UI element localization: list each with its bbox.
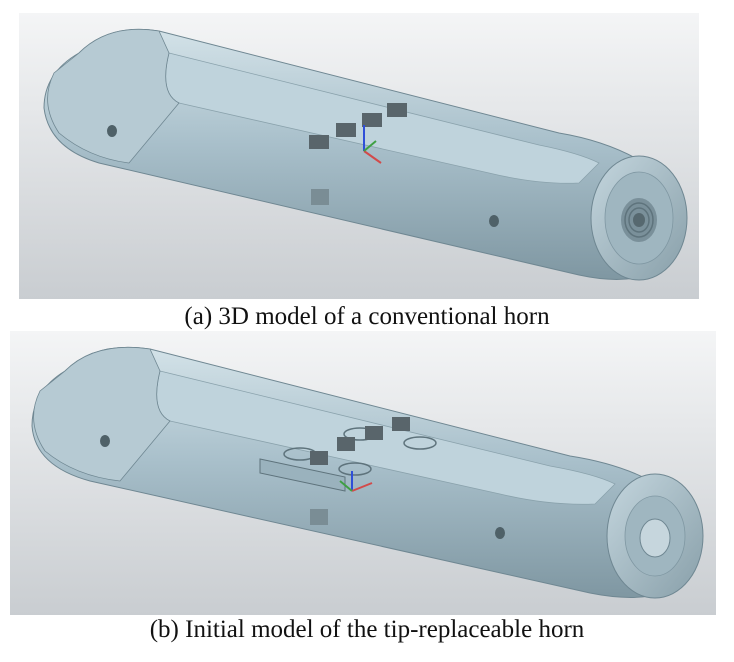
side-hole-right [489,215,499,227]
caption-panel-a: (a) 3D model of a conventional horn [184,303,550,330]
side-hole-left [107,125,117,137]
end-face-boss [639,518,671,558]
left-end-block [33,346,171,482]
replaceable-tip-bar [259,458,346,492]
coordinate-triad-icon [339,471,373,492]
side-hole-right [495,527,505,539]
bottom-pin [310,509,328,525]
left-end-block [47,28,180,164]
caption-panel-b: (b) Initial model of the tip-replaceable… [149,616,585,643]
sensor-block-icon [309,103,407,149]
panel-b-tip-replaceable-horn [10,331,716,615]
bottom-pin [311,189,329,205]
panel-a-conventional-horn [19,13,699,299]
side-hole-left [100,435,110,447]
threaded-hole-icon [621,198,657,242]
horn-model-b [10,331,716,615]
coordinate-triad-icon [363,125,382,164]
horn-model-a [19,13,699,299]
sensor-block-icon [310,417,410,465]
